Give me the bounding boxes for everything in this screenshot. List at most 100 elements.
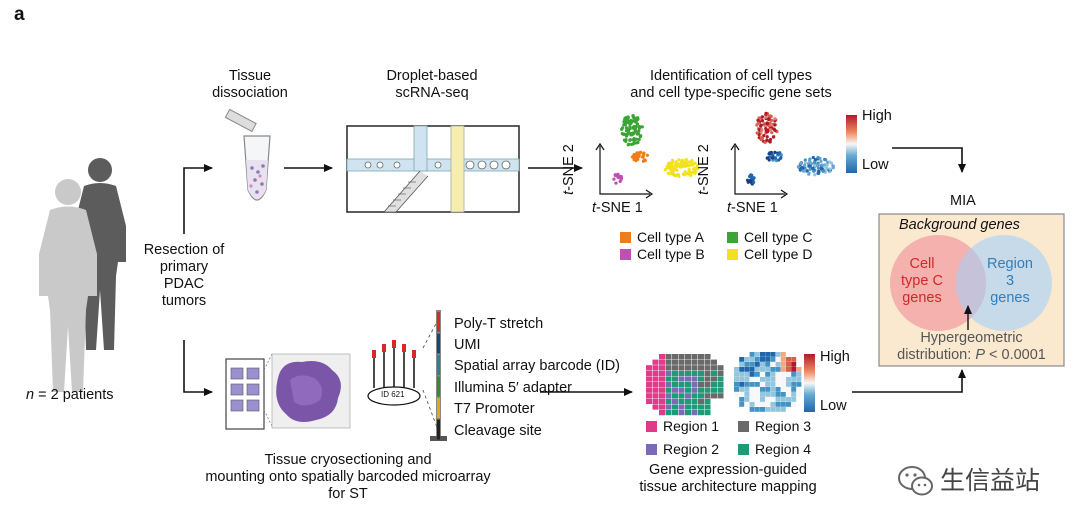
heatmap-tile [760, 382, 765, 387]
heatmap-tile [765, 392, 771, 397]
region-tile [685, 365, 691, 371]
region-tile [646, 387, 652, 393]
heatmap-tile [770, 357, 776, 362]
heatmap-tile [734, 367, 739, 372]
cluster-cell-type-b [612, 172, 624, 185]
heatmap-tile [775, 392, 781, 397]
barcode-segment [437, 376, 440, 397]
region-tile [704, 365, 711, 371]
droplet-label: Droplet-based scRNA-seq [386, 68, 478, 101]
barcode-umi-label: UMI [454, 337, 481, 353]
wechat-icon [898, 466, 933, 496]
heatmap-tile [770, 372, 776, 377]
region-tile [717, 393, 724, 399]
region-tile [678, 387, 685, 393]
heatmap-tile [780, 387, 786, 392]
region-tile [665, 393, 672, 399]
region-map [646, 354, 724, 416]
heatmap-tile [744, 382, 750, 387]
heatmap-tile [744, 392, 750, 397]
region-tile [672, 370, 678, 376]
heatmap-tile [765, 357, 771, 362]
tsne2-yaxis-label: t-SNE 2 [695, 144, 712, 195]
heatmap-tile [775, 362, 781, 367]
heatmap-tile [754, 372, 760, 377]
heatmap-tile [760, 392, 765, 397]
region-tile [672, 398, 678, 404]
region-tile [659, 387, 665, 393]
heatmap-tile [739, 367, 745, 372]
bead-id-label: ID 621 [381, 390, 405, 399]
region-tile [704, 404, 711, 410]
heatmap-tile [780, 362, 786, 367]
region-tile [691, 410, 698, 416]
heatmap-tile [760, 367, 765, 372]
region-tile [685, 359, 691, 365]
heatmap-tile [749, 392, 755, 397]
legend-cell-type-c: Cell type C [727, 229, 812, 246]
heatmap-tile [780, 407, 786, 412]
region-tile [678, 354, 685, 360]
heatmap-tile [754, 377, 760, 382]
heatmap-tile [775, 352, 781, 357]
region-tile [698, 365, 704, 371]
region-tile [672, 354, 678, 360]
heatmap-tile [749, 372, 755, 377]
region-tile [665, 359, 672, 365]
region-tile [659, 404, 665, 410]
region-tile [678, 359, 685, 365]
region-tile [672, 365, 678, 371]
legend-region-1: Region 1 [646, 418, 719, 435]
region-tile [685, 404, 691, 410]
heatmap-tile [760, 352, 765, 357]
region-tile [704, 359, 711, 365]
barcode-segment [437, 312, 440, 332]
barcode-segment [437, 333, 440, 354]
heatmap-tile [739, 402, 745, 407]
heatmap-tile [744, 372, 750, 377]
heatmap-tile [760, 377, 765, 382]
heatmap-tile [760, 402, 765, 407]
legend-cell-type-a: Cell type A [620, 229, 704, 246]
tsne2-xaxis-label: t-SNE 1 [727, 200, 778, 216]
region-tile [678, 404, 685, 410]
region-tile [652, 393, 659, 399]
tsne-plot-2 [730, 111, 835, 199]
region-tile [678, 393, 685, 399]
region-tile [665, 354, 672, 360]
region-tile [704, 387, 711, 393]
st-high-label: High [820, 349, 850, 365]
panel-letter: a [14, 4, 25, 25]
heatmap-tile [760, 362, 765, 367]
heatmap-tile [749, 377, 755, 382]
region-tile [665, 404, 672, 410]
region-tile [691, 404, 698, 410]
tsne1-yaxis-label: t-SNE 2 [560, 144, 577, 195]
barcode-spatial-label: Spatial array barcode (ID) [454, 358, 621, 374]
heatmap-tile [786, 367, 791, 372]
gene-expression-mapping-label: Gene expression-guided tissue architectu… [639, 462, 817, 495]
heatmap-tile [780, 392, 786, 397]
heatmap-tile [796, 372, 802, 377]
cluster-cell-type-c [620, 114, 644, 147]
region-tile [678, 370, 685, 376]
heatmap-tile [786, 362, 791, 367]
barcode-illumina-label: Illumina 5′ adapter [454, 380, 572, 396]
heatmap-tile [754, 352, 760, 357]
heatmap-tile [786, 372, 791, 377]
region-tile [652, 382, 659, 388]
tissue-dissociation-label: Tissue dissociation [212, 68, 288, 101]
region-tile [691, 398, 698, 404]
cluster2-small [745, 173, 756, 186]
barcode-cleavage-label: Cleavage site [454, 423, 542, 439]
heatmap-tile [791, 397, 797, 402]
heatmap-tile [739, 362, 745, 367]
st-color-scale [804, 354, 815, 412]
heatmap-tile [780, 402, 786, 407]
region-tile [665, 376, 672, 382]
heatmap-tile [765, 352, 771, 357]
heatmap-tile [791, 392, 797, 397]
region-tile [678, 365, 685, 371]
region-tile [678, 410, 685, 416]
